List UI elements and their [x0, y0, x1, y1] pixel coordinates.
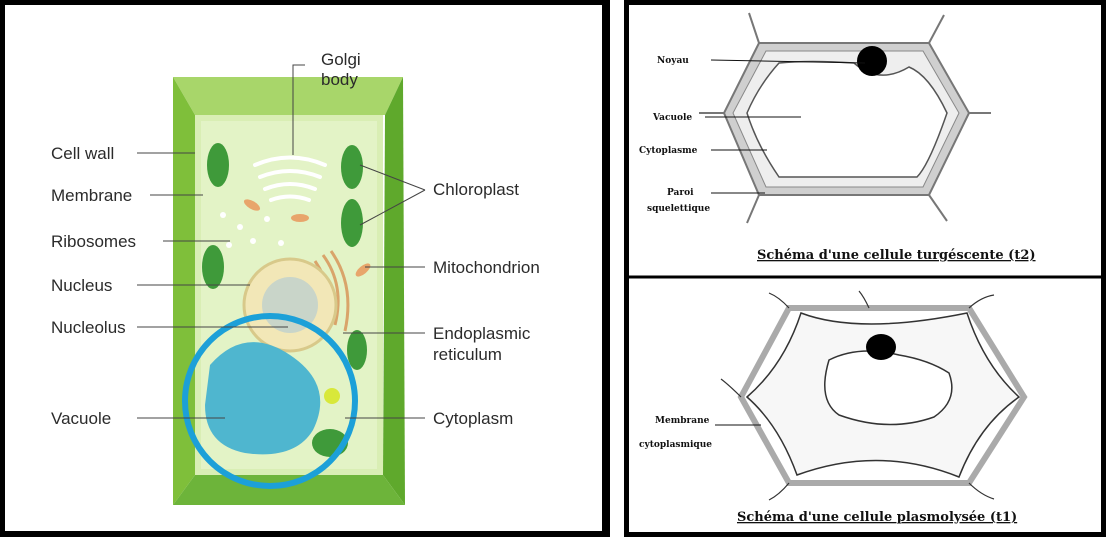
- label-vacuole-fr: Vacuole: [652, 113, 692, 123]
- label-cell-wall: Cell wall: [51, 144, 114, 163]
- cell-wall-top: [173, 77, 403, 115]
- label-membrane-1: Membrane: [655, 416, 710, 426]
- label-paroi-1: Paroi: [667, 188, 694, 198]
- label-vacuole: Vacuole: [51, 409, 111, 428]
- label-er-2: reticulum: [433, 345, 502, 364]
- chloroplast-1: [207, 143, 229, 187]
- label-mitochondrion: Mitochondrion: [433, 258, 540, 277]
- label-ribosomes: Ribosomes: [51, 232, 136, 251]
- chloroplast-2: [341, 145, 363, 189]
- plant-cell-illustration: Golgi body Cell wall Membrane Ribosomes …: [5, 5, 605, 535]
- cell-wall-right: [383, 77, 405, 505]
- label-golgi-2: body: [321, 70, 358, 89]
- chloroplast-4: [202, 245, 224, 289]
- chloroplast-5: [347, 330, 367, 370]
- turgid-cell: [699, 13, 991, 223]
- caption-plasmolysed: Schéma d'une cellule plasmolysée (t1): [737, 510, 1017, 525]
- label-nucleolus: Nucleolus: [51, 318, 126, 337]
- label-nucleus: Nucleus: [51, 276, 112, 295]
- label-er-1: Endoplasmic: [433, 324, 531, 343]
- label-golgi-1: Golgi: [321, 50, 361, 69]
- label-membrane: Membrane: [51, 186, 132, 205]
- label-membrane-2: cytoplasmique: [639, 440, 712, 450]
- label-paroi-2: squelettique: [647, 204, 710, 214]
- label-chloroplast: Chloroplast: [433, 180, 519, 199]
- cell-wall-bottom: [173, 475, 405, 505]
- plant-cell-diagram-panel: Golgi body Cell wall Membrane Ribosomes …: [0, 0, 610, 537]
- plasmolysed-cell: [721, 291, 1024, 500]
- vesicle: [324, 388, 340, 404]
- label-cytoplasme: Cytoplasme: [639, 146, 698, 156]
- label-cytoplasm: Cytoplasm: [433, 409, 513, 428]
- caption-turgid: Schéma d'une cellule turgéscente (t2): [757, 248, 1036, 263]
- chloroplast-3: [341, 199, 363, 247]
- label-noyau: Noyau: [657, 56, 689, 66]
- plasmolysis-diagram-panel: Noyau Vacuole Cytoplasme Paroi squeletti…: [624, 0, 1106, 537]
- plasmolysis-illustration: Noyau Vacuole Cytoplasme Paroi squeletti…: [629, 5, 1101, 532]
